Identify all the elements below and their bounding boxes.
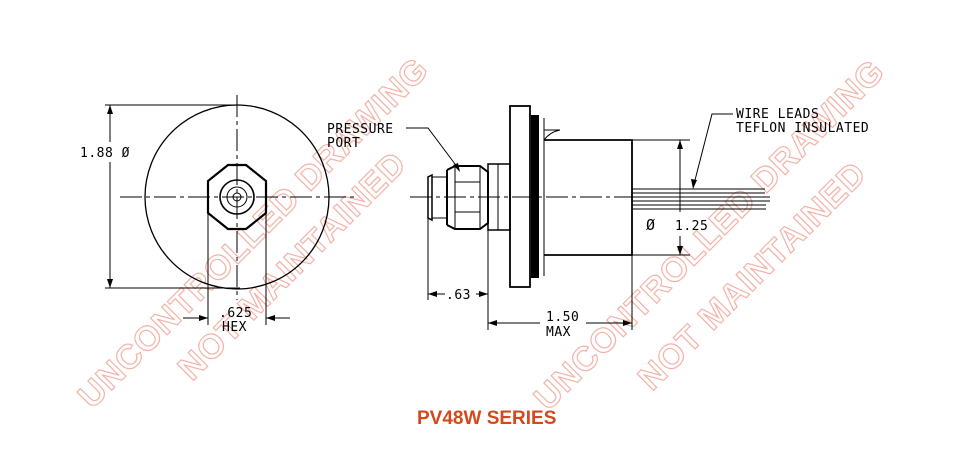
dim-188-arrow-bottom [107, 279, 113, 288]
dim-125-symbol: Ø [646, 216, 656, 234]
dim-hex-arrow-left [199, 315, 208, 321]
dim-063-arrow-left [428, 291, 437, 297]
dim-hex-label: HEX [222, 320, 247, 335]
dim-063-text: .63 [446, 288, 471, 303]
dim-125-arrow-top [677, 140, 683, 149]
side-view: PRESSURE PORT WIRE LEADS TEFLON INSULATE… [327, 105, 869, 340]
wire-leads-callout: WIRE LEADS TEFLON INSULATED [691, 107, 869, 189]
hex-fitting [206, 163, 268, 231]
flange-plate [509, 105, 531, 288]
flange-gasket [531, 115, 539, 278]
dim-150-arrow-right [623, 320, 632, 326]
dim-150: 1.50 MAX [487, 255, 633, 340]
dim-063: .63 [427, 218, 489, 303]
dim-hex-value: .625 [219, 306, 252, 321]
pressure-port-leader [406, 127, 459, 169]
pressure-port-label-line2: PORT [327, 136, 360, 151]
hex-port-outer [219, 179, 255, 215]
dim-188-text: 1.88 Ø [80, 146, 130, 161]
body-top-shoulder [543, 129, 561, 141]
wire-leads-label-line1: WIRE LEADS [736, 107, 819, 122]
front-view: 1.88 Ø .625 HEX [80, 95, 355, 335]
wire-leads-label-line2: TEFLON INSULATED [736, 121, 869, 136]
hex-port-inner [226, 186, 248, 208]
pressure-port-callout: PRESSURE PORT [327, 122, 460, 172]
wire-leads-leader [693, 113, 733, 185]
pressure-port-arrow [453, 163, 460, 172]
dim-150-label: MAX [546, 325, 571, 340]
dim-150-arrow-left [488, 320, 497, 326]
pressure-port-fitting [427, 163, 511, 231]
mounting-flange [509, 105, 545, 288]
pressure-port-label-line1: PRESSURE [327, 122, 394, 137]
wire-leads [632, 188, 770, 210]
sensor-body [543, 129, 633, 256]
dim-hex-arrow-right [266, 315, 275, 321]
dim-125: Ø 1.25 [632, 139, 708, 256]
dim-188-arrow-top [107, 105, 113, 114]
dim-063-arrow-right [479, 291, 488, 297]
series-title: PV48W SERIES [417, 408, 556, 429]
dim-125-value: 1.25 [675, 219, 708, 234]
dim-125-arrow-bottom [677, 246, 683, 255]
watermark-uncontrolled-right: UNCONTROLLED DRAWING [527, 52, 893, 418]
hex-port-bore [232, 192, 242, 202]
dim-150-value: 1.50 [546, 310, 579, 325]
wire-leads-arrow [691, 179, 697, 189]
